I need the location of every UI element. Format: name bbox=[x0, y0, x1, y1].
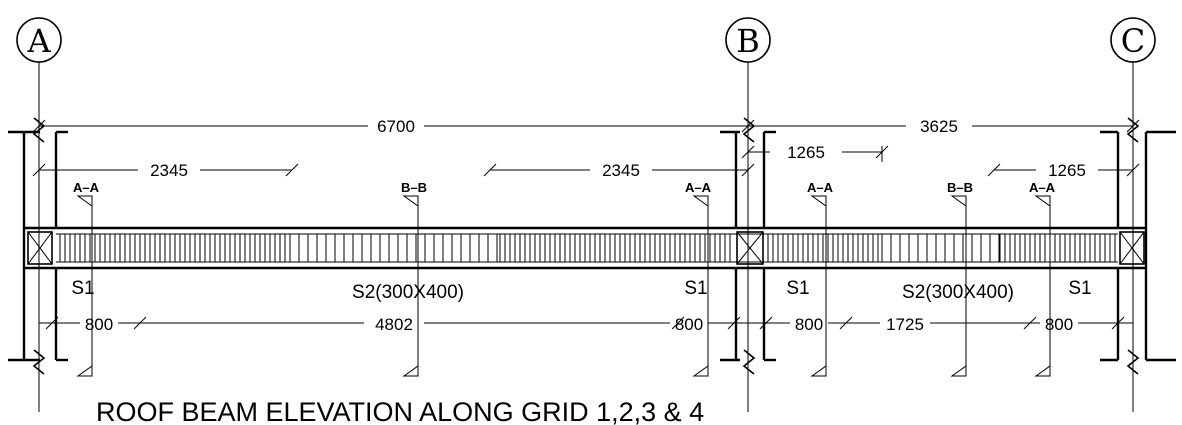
section-label-6: A–A bbox=[1029, 180, 1056, 195]
dim-bottom-5: 1725 bbox=[886, 315, 924, 334]
beam-label-s1-left: S1 bbox=[71, 278, 94, 299]
column-box-a bbox=[27, 231, 53, 265]
dim-bottom-6: 800 bbox=[1045, 315, 1073, 334]
section-label-4: A–A bbox=[807, 180, 834, 195]
dim-bottom-2: 4802 bbox=[375, 315, 413, 334]
grid-lines bbox=[38, 62, 1134, 412]
section-label-1: A–A bbox=[73, 180, 100, 195]
column-a bbox=[8, 117, 68, 375]
beam-stirrups bbox=[59, 234, 1116, 262]
section-label-5: B–B bbox=[947, 180, 973, 195]
section-label-2: B–B bbox=[401, 180, 427, 195]
dim-top-bc: 3625 bbox=[920, 117, 958, 136]
column-c bbox=[1100, 117, 1176, 375]
dim-bottom-4: 800 bbox=[795, 315, 823, 334]
dim-right-1: 1265 bbox=[787, 143, 825, 162]
column-b bbox=[720, 117, 776, 375]
dim-bottom-line bbox=[39, 316, 1133, 330]
section-label-3: A–A bbox=[685, 180, 712, 195]
dim-bottom-1: 800 bbox=[85, 315, 113, 334]
beam-outline bbox=[24, 226, 1146, 270]
dim-left-2: 2345 bbox=[602, 161, 640, 180]
beam-label-s1-mid: S1 bbox=[684, 278, 707, 299]
dim-top-line bbox=[32, 119, 1140, 133]
dim-bottom-3: 800 bbox=[675, 315, 703, 334]
grid-bubble-a: A bbox=[16, 17, 62, 63]
grid-label-c: C bbox=[1121, 22, 1145, 60]
beam-label-s1-mid2: S1 bbox=[786, 278, 809, 299]
column-box-c bbox=[1119, 231, 1145, 265]
drawing-title: ROOF BEAM ELEVATION ALONG GRID 1,2,3 & 4 bbox=[96, 397, 704, 425]
dim-left-1: 2345 bbox=[150, 161, 188, 180]
beam-label-s2-left: S2(300X400) bbox=[352, 282, 464, 303]
section-cuts bbox=[76, 195, 1051, 377]
column-box-b bbox=[736, 231, 764, 265]
grid-label-b: B bbox=[736, 22, 760, 60]
dim-top-ab: 6700 bbox=[377, 117, 415, 136]
dim-second-line bbox=[32, 145, 1140, 177]
beam-label-s2-right: S2(300X400) bbox=[902, 282, 1014, 303]
grid-bubble-b: B bbox=[725, 17, 771, 63]
dim-right-2: 1265 bbox=[1048, 161, 1086, 180]
beam-label-s1-right: S1 bbox=[1068, 278, 1091, 299]
grid-label-a: A bbox=[26, 22, 51, 60]
grid-bubble-c: C bbox=[1110, 17, 1156, 63]
